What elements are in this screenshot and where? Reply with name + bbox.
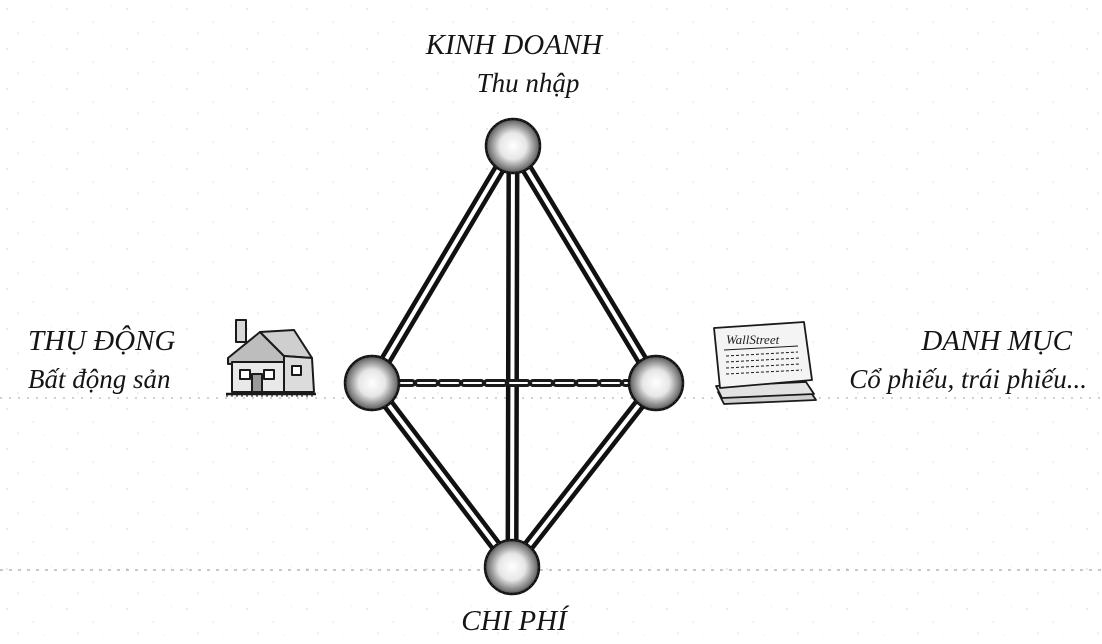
node-left (345, 356, 399, 410)
left-node-subtitle: Bất động sản (28, 362, 171, 396)
newspaper-masthead: WallStreet (726, 332, 780, 347)
bottom-node-title: CHI PHÍ (461, 604, 567, 638)
left-node-title: THỤ ĐỘNG (28, 324, 175, 358)
edge-top-bottom (512, 146, 513, 567)
node-right (629, 356, 683, 410)
top-node-subtitle: Thu nhập (477, 66, 580, 100)
node-bottom (485, 540, 539, 594)
node-top (486, 119, 540, 173)
right-node-subtitle: Cổ phiếu, trái phiếu... (849, 362, 1087, 396)
top-node-title: KINH DOANH (426, 28, 602, 62)
newspaper-stack-icon: WallStreet (714, 322, 816, 404)
right-node-title: DANH MỤC (921, 324, 1072, 358)
